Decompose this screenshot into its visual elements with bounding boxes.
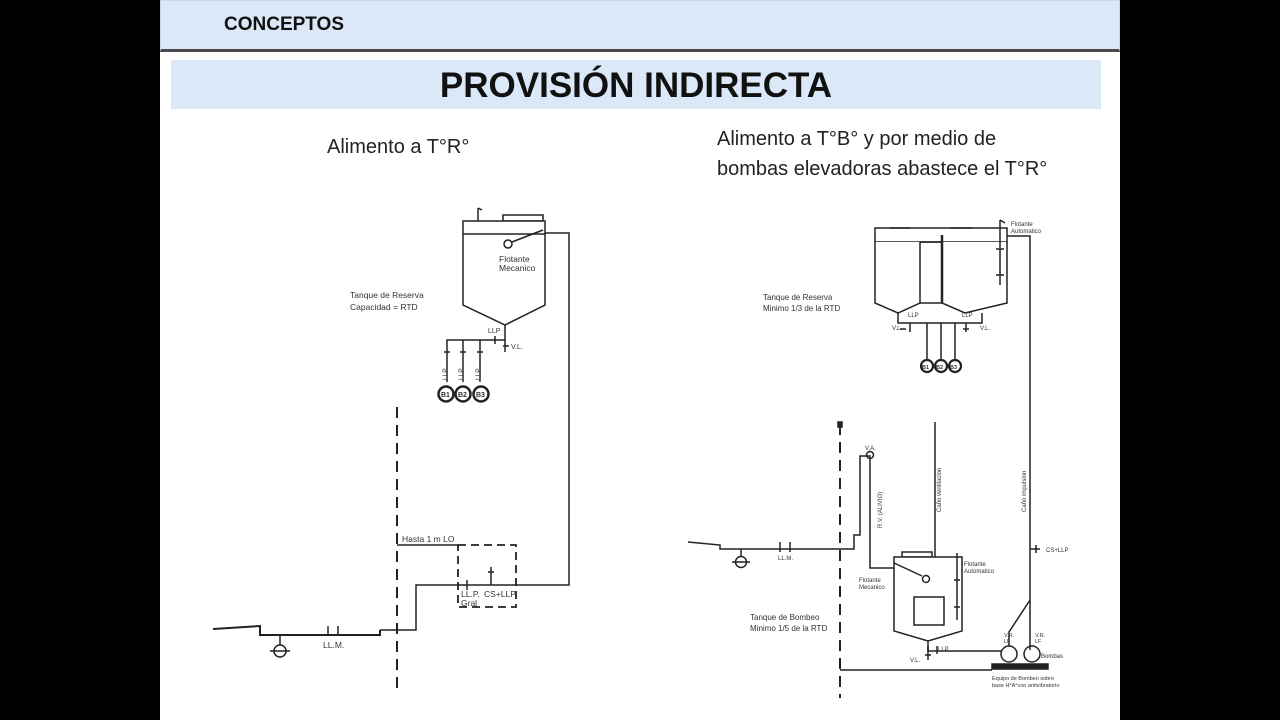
right-meter-b3-label: B3 <box>950 365 957 371</box>
right-meter-b3 <box>947 358 963 374</box>
right-supply-pipe <box>687 455 894 569</box>
left-cs-llp-label: CS+LLP <box>484 589 516 599</box>
right-float-auto2-2: Automatico <box>964 569 995 575</box>
right-llp-1: LLP <box>908 313 919 319</box>
diagram-canvas: Tanque de Reserva Capacidad = RTD Flotan… <box>212 207 1069 698</box>
left-meter-b3 <box>472 385 490 403</box>
right-equipo-1: Equipo de Bombeo sobre <box>992 676 1054 682</box>
left-branch-llp-2: LLP <box>458 368 465 380</box>
right-meter-b2 <box>933 358 949 374</box>
left-vl-label: V.L. <box>511 344 523 351</box>
right-pump-2 <box>1023 645 1041 663</box>
right-ventilacion-label: Caño ventilacion <box>937 468 943 512</box>
left-llp-gral-1: LL.P. <box>461 589 480 599</box>
left-caption: Alimento a T°R° <box>327 136 470 158</box>
right-vl-2: V.L. <box>980 326 990 332</box>
left-llp-gral-2: Gral <box>461 598 477 608</box>
right-lf-1: LF <box>1004 639 1011 645</box>
slide: CONCEPTOS PROVISIÓN INDIRECTA Alimento a… <box>160 0 1120 720</box>
right-impulsion-pipe <box>1007 235 1031 650</box>
right-va-valve <box>865 450 875 460</box>
left-diagram <box>212 207 570 692</box>
left-meter-b1 <box>437 385 455 403</box>
title-band: PROVISIÓN INDIRECTA <box>171 60 1101 109</box>
left-llm-label: LL.M. <box>323 640 344 650</box>
left-branch-llp-1: LLP <box>442 368 449 380</box>
right-meter-b1-label: B1 <box>922 365 929 371</box>
left-tank-capacity: Capacidad = RTD <box>350 302 418 312</box>
right-lf-2: LF <box>1035 639 1042 645</box>
left-meter-b2 <box>454 385 472 403</box>
left-llp-label: LLP <box>488 328 501 335</box>
right-equipo-2: base H°A°con antivibratorio <box>992 683 1059 689</box>
left-feed-pipe <box>518 232 570 586</box>
right-reserve-min: Minimo 1/3 de la RTD <box>763 304 840 313</box>
right-caption-line1: Alimento a T°B° y por medio de <box>717 128 997 150</box>
left-reserve-tank <box>462 207 546 326</box>
right-pump-base <box>991 663 1049 670</box>
slide-title: PROVISIÓN INDIRECTA <box>439 66 833 105</box>
right-labels: Flotante Automatico Tanque de Reserva Mi… <box>750 222 1069 689</box>
right-meter-b1 <box>919 358 935 374</box>
right-rv-label: R.V. (ALIVIO) <box>878 492 884 528</box>
right-pump-tank-min: Minimo 1/5 de la RTD <box>750 624 827 633</box>
left-outlet-pipe <box>446 325 506 382</box>
right-pump-tank <box>893 551 963 642</box>
right-float-auto-2: Automatico <box>1011 229 1042 235</box>
left-branch-llp-3: LLP <box>475 368 482 380</box>
right-float-mech-2: Mecanico <box>859 585 885 591</box>
left-meter-b1-label: B1 <box>441 392 450 399</box>
right-pump-1 <box>1000 645 1018 663</box>
right-vr-2: V.R. <box>1035 633 1046 639</box>
right-vl-1: V.L. <box>892 326 902 332</box>
left-hasta-label: Hasta 1 m LO <box>402 534 455 544</box>
right-vr-1: V.R. <box>1004 633 1015 639</box>
header-bar: CONCEPTOS <box>160 0 1120 52</box>
left-meter-b2-label: B2 <box>458 392 467 399</box>
right-meter-b2-label: B2 <box>936 365 943 371</box>
right-cs-llp-label: CS+LLP <box>1046 548 1069 554</box>
right-va-label: V.A. <box>865 446 876 452</box>
left-street-pipe <box>212 624 381 636</box>
right-float-auto-1: Flotante <box>1011 222 1033 228</box>
right-float-mech-1: Flotante <box>859 578 881 584</box>
left-labels: Tanque de Reserva Capacidad = RTD Flotan… <box>323 254 536 650</box>
right-llp-bottom: LLP <box>938 647 949 653</box>
right-llp-2: LLP <box>962 313 973 319</box>
left-tank-title: Tanque de Reserva <box>350 290 424 300</box>
left-meter-b3-label: B3 <box>476 392 485 399</box>
right-pump-tank-title: Tanque de Bombeo <box>750 613 820 622</box>
right-llm-label: LL.M. <box>778 556 793 562</box>
right-diagram <box>687 219 1049 698</box>
right-float-auto2-1: Flotante <box>964 562 986 568</box>
section-label: CONCEPTOS <box>224 14 345 35</box>
right-reserve-tank <box>874 219 1008 314</box>
left-float-line2: Mecanico <box>499 263 536 273</box>
left-float-line1: Flotante <box>499 254 530 264</box>
right-bombas-label: Bombas <box>1041 654 1063 660</box>
right-reserve-title: Tanque de Reserva <box>763 293 833 302</box>
left-meter-box <box>457 544 517 608</box>
right-impulsion-label: Caño impulsion <box>1022 471 1028 512</box>
right-vl-bottom: V.L. <box>910 658 920 664</box>
right-caption-line2: bombas elevadoras abastece el T°R° <box>717 158 1048 180</box>
